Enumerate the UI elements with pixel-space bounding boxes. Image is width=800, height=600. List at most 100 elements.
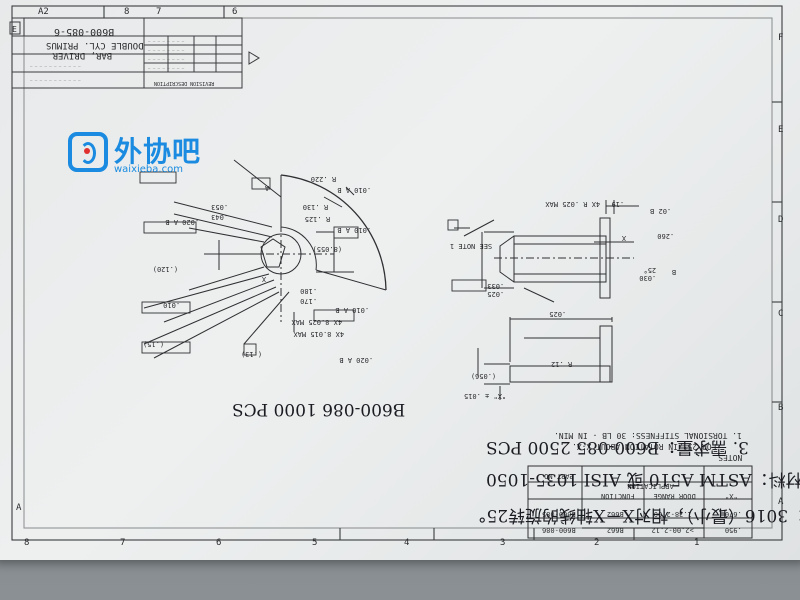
dim-025-bottom: .025 <box>549 310 566 318</box>
zone-bottom-5: 4 <box>404 538 409 548</box>
dim-x-015: "X" ± .015 <box>464 392 506 400</box>
drawing-sheet: A2 8 7 6 8 7 6 5 4 3 2 1 F E D C B A A <box>0 0 800 560</box>
dim-180: .180 <box>300 287 317 295</box>
title-line2: BAR, DRIVER <box>52 50 112 60</box>
dim-170: .170 <box>300 297 317 305</box>
fcf-6: .020 A B <box>165 218 199 226</box>
notes-header: NOTES <box>718 453 742 462</box>
svg-text:— — — — — — — —: — — — — — — — — <box>148 57 185 62</box>
zone-right-2: E <box>778 125 783 135</box>
logo-icon <box>68 132 108 172</box>
dim-120: (.120) <box>153 265 178 273</box>
title-part-no: B600-085-6 <box>54 26 114 37</box>
row2-x: .950 <box>725 526 742 534</box>
zone-bottom-6: 3 <box>500 538 505 548</box>
zone-bottom-3: 6 <box>216 538 221 548</box>
note-1b: FOR 25°/IN ROTATION ABOUT X-X. <box>572 442 717 451</box>
zone-bottom-1: 8 <box>24 538 29 548</box>
revisions-label: REVISION DESCRIPTION <box>154 80 214 86</box>
svg-text:— — — — — — — — — — —: — — — — — — — — — — — <box>30 78 81 83</box>
dim-15: (.15) <box>143 340 164 348</box>
dim-8-055: (8.055) <box>313 245 343 253</box>
svg-text:— — — — — — — —: — — — — — — — — <box>148 66 185 71</box>
dim-4x-025: 4X 8.025 MAX <box>291 318 342 326</box>
fcf-3: .010 A B <box>337 226 371 234</box>
svg-text:— — — — — — — —: — — — — — — — — <box>148 48 185 53</box>
handwritten-line3: 3. 需求量：B600-085 2500 PCS <box>486 437 749 457</box>
outer-frame <box>11 5 783 541</box>
zone-top-1: A2 <box>38 7 49 17</box>
dim-4x-r025: 4X R .025 MAX <box>545 200 601 208</box>
handwritten-line1: 1. 扭转钢度：3016（最小），相对X－X轴线的旋转25° <box>478 505 800 525</box>
handwritten-notes: 1. 扭转钢度：3016（最小），相对X－X轴线的旋转25° 2. 材料：AST… <box>232 399 800 525</box>
bottom-view <box>477 317 613 400</box>
zone-bottom-7: 2 <box>594 538 599 548</box>
inner-frame <box>23 17 773 529</box>
dim-260: .260 <box>657 232 674 240</box>
zone-right-1: F <box>778 33 783 43</box>
label-x-left: X <box>261 275 266 283</box>
zone-bottom-2: 7 <box>120 538 125 548</box>
side-view <box>454 200 639 303</box>
watermark-name: 外协吧 <box>114 135 202 168</box>
dim-056: (.056) <box>471 372 496 380</box>
dim-043: .043 <box>211 213 228 221</box>
dim-12: R .12 <box>551 360 572 368</box>
svg-text:— — — — — — — — — — —: — — — — — — — — — — — <box>30 64 81 69</box>
dim-r220: R .220 <box>311 175 336 183</box>
engineering-drawing: A2 8 7 6 8 7 6 5 4 3 2 1 F E D C B A A <box>9 5 800 548</box>
table-header-part: PART NO <box>544 472 574 480</box>
note-1: 1. TORSIONAL STIFFNESS: 30 LB - IN MIN. <box>554 431 742 440</box>
watermark-logo: 外协吧 waixieba.com <box>68 132 218 178</box>
zone-right-5: B <box>778 403 783 413</box>
table-header-door: DOOR RANGE <box>654 492 696 500</box>
table-header-function: FUNCTION <box>601 492 635 500</box>
row1-part: B600-085 <box>542 510 576 518</box>
fcf-4: .010 A B <box>337 186 371 194</box>
zone-left-1: A <box>16 503 22 513</box>
datum-a: A <box>264 184 269 192</box>
dim-25deg: 25° <box>644 266 657 274</box>
table-title: APPLICATION <box>627 482 673 490</box>
row1-function: B662 <box>607 510 624 518</box>
dim-19: .19 <box>612 200 625 208</box>
dim-053: .053 <box>211 203 228 211</box>
dim-025-top: .025 <box>487 290 504 298</box>
application-table: PART NO APPLICATION FUNCTION DOOR RANGE … <box>527 465 753 539</box>
zone-right-6: A <box>778 497 784 507</box>
handwritten-line4: B600-086 1000 PCS <box>232 399 405 419</box>
row2-part: B600-086 <box>542 526 576 534</box>
fcf-7: .02 B <box>650 207 671 215</box>
fcf-1: .020 A B <box>339 356 373 364</box>
zone-top-3: 7 <box>156 7 161 17</box>
label-x-right: X <box>621 234 626 242</box>
dim-r130: R .130 <box>303 203 328 211</box>
title-block: B600-085-6 DOUBLE CYL. PRIMUS BAR, DRIVE… <box>9 17 260 89</box>
zone-right-4: C <box>778 309 783 319</box>
dim-r125: R .125 <box>305 215 330 223</box>
fcf-2: .010 A B <box>335 306 369 314</box>
title-line1: DOUBLE CYL. PRIMUS <box>46 40 144 50</box>
dim-010: .010 <box>163 301 180 309</box>
dim-4x-015: 4X 8.015 MAX <box>293 330 344 338</box>
row2-function: B662 <box>607 526 624 534</box>
row2-door: >2.00-2.12 <box>652 526 694 534</box>
zone-bottom-4: 5 <box>312 538 317 548</box>
dim-033: .033 <box>487 282 504 290</box>
datum-b: B <box>672 268 676 276</box>
zone-top-4: 6 <box>232 7 237 17</box>
row1-x: .670 <box>725 510 742 518</box>
dim-030: .030 <box>639 274 656 282</box>
table-header-x: "X" <box>725 492 738 500</box>
zone-top-2: 8 <box>124 7 129 17</box>
handwritten-line2: 2. 材料：ASTM A510 或 AISI 1035-1050 <box>486 469 800 489</box>
watermark-url: waixieba.com <box>114 164 183 175</box>
notes: NOTES 1. TORSIONAL STIFFNESS: 30 LB - IN… <box>554 431 742 462</box>
zone-bottom-8: 1 <box>694 538 699 548</box>
see-note-1: SEE NOTE 1 <box>450 242 492 250</box>
svg-text:E: E <box>12 25 17 34</box>
svg-text:— — — — — — — —: — — — — — — — — <box>148 39 185 44</box>
zone-right-3: D <box>778 215 783 225</box>
row1-door: 1.38-2.00 <box>654 510 692 518</box>
